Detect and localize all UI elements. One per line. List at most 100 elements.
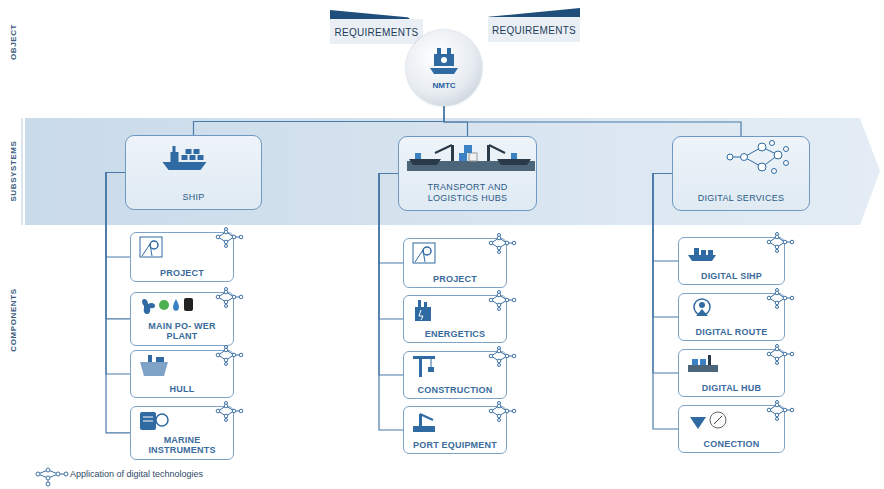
- decor-line: [226, 406, 234, 411]
- decor-circle: [790, 408, 794, 412]
- decor-rect: [487, 145, 490, 161]
- decor-line: [499, 361, 500, 365]
- decor-line: [777, 405, 785, 410]
- decor-g: [767, 233, 794, 253]
- decor-line: [226, 289, 227, 292]
- decor-circle: [710, 412, 726, 428]
- node-icon: [134, 352, 204, 379]
- decor-line: [730, 157, 744, 158]
- decor-rect: [459, 153, 467, 161]
- decor-circle: [498, 402, 501, 405]
- row-label: SUBSYSTEMS: [9, 140, 18, 201]
- decor-circle: [159, 300, 169, 310]
- decor-line: [491, 300, 499, 305]
- decor-rect: [140, 412, 156, 430]
- band-chevron: [864, 122, 882, 220]
- digital-tech-icon: [488, 401, 518, 423]
- decor-circle: [232, 295, 236, 299]
- decor-rect: [688, 365, 718, 372]
- decor-circle: [512, 354, 516, 358]
- decor-line: [769, 237, 777, 242]
- decor-line: [499, 238, 507, 243]
- digital-tech-icon: [766, 400, 796, 422]
- decor-line: [226, 232, 234, 237]
- decor-line: [744, 157, 762, 167]
- decor-line: [226, 302, 227, 306]
- decor-line: [499, 411, 507, 416]
- decor-line: [785, 354, 792, 355]
- decor-circle: [776, 250, 779, 253]
- decor-line: [234, 297, 241, 298]
- node-icon: [407, 353, 477, 380]
- decor-rect: [148, 355, 152, 362]
- tree-connector: [194, 106, 445, 135]
- decor-path: [163, 162, 207, 170]
- digital-tech-icon: [215, 401, 245, 423]
- decor-line: [769, 405, 777, 410]
- decor-line: [489, 145, 505, 153]
- decor-circle: [505, 241, 509, 245]
- decor-path: [140, 362, 168, 376]
- decor-line: [234, 237, 241, 238]
- decor-circle: [741, 154, 748, 161]
- decor-rect: [700, 359, 706, 365]
- decor-rect: [511, 153, 517, 159]
- decor-path: [142, 244, 152, 256]
- decor-circle: [239, 353, 243, 357]
- decor-circle: [775, 357, 779, 361]
- decor-circle: [497, 236, 501, 240]
- decor-line: [777, 346, 778, 349]
- decor-g: [407, 145, 535, 171]
- decor-line: [777, 354, 785, 359]
- decor-g: [489, 234, 516, 254]
- decor-circle: [776, 418, 779, 421]
- decor-line: [435, 145, 452, 153]
- component-box: HULL: [130, 350, 234, 398]
- decor-circle: [150, 241, 158, 249]
- decor-circle: [46, 476, 50, 480]
- subsystem-box: TRANSPORT AND LOGISTICS HUBS: [398, 136, 537, 211]
- decor-line: [507, 356, 514, 357]
- decor-circle: [783, 352, 787, 356]
- decor-circle: [224, 300, 228, 304]
- component-box: PROJECT: [403, 238, 507, 288]
- node-text: REQUIREMENTS: [334, 27, 418, 39]
- decor-line: [777, 402, 778, 405]
- object-globe: NMTC: [406, 30, 482, 106]
- decor-line: [226, 242, 227, 246]
- decor-rect: [428, 367, 434, 372]
- node-text: CONECTION: [704, 439, 760, 449]
- node-icon: [407, 297, 477, 324]
- decor-line: [499, 305, 500, 309]
- decor-circle: [775, 347, 779, 351]
- decor-rect: [184, 298, 193, 311]
- node-icon: [488, 8, 580, 18]
- decor-circle: [441, 57, 447, 63]
- decor-circle: [775, 413, 779, 417]
- tree-connector: [653, 174, 678, 430]
- decor-line: [218, 406, 226, 411]
- decor-path: [142, 299, 155, 314]
- decor-line: [507, 411, 514, 412]
- decor-circle: [224, 404, 228, 408]
- decor-circle: [498, 364, 501, 367]
- node-text: TRANSPORT AND LOGISTICS HUBS: [405, 182, 530, 203]
- decor-rect: [194, 149, 200, 154]
- decor-circle: [790, 352, 794, 356]
- decor-circle: [489, 354, 493, 358]
- decor-circle: [216, 235, 220, 239]
- node-text: HULL: [170, 384, 195, 394]
- decor-circle: [783, 296, 787, 300]
- decor-circle: [497, 404, 501, 408]
- node-text: DIGITAL SERVICES: [698, 193, 785, 203]
- decor-line: [499, 292, 500, 295]
- decor-circle: [699, 302, 705, 308]
- decor-circle: [498, 347, 501, 350]
- decor-circle: [727, 154, 733, 160]
- decor-g: [727, 141, 789, 174]
- decor-circle: [225, 419, 228, 422]
- decor-rect: [413, 426, 435, 432]
- decor-circle: [767, 240, 771, 244]
- decor-line: [785, 298, 792, 299]
- decor-line: [777, 290, 778, 293]
